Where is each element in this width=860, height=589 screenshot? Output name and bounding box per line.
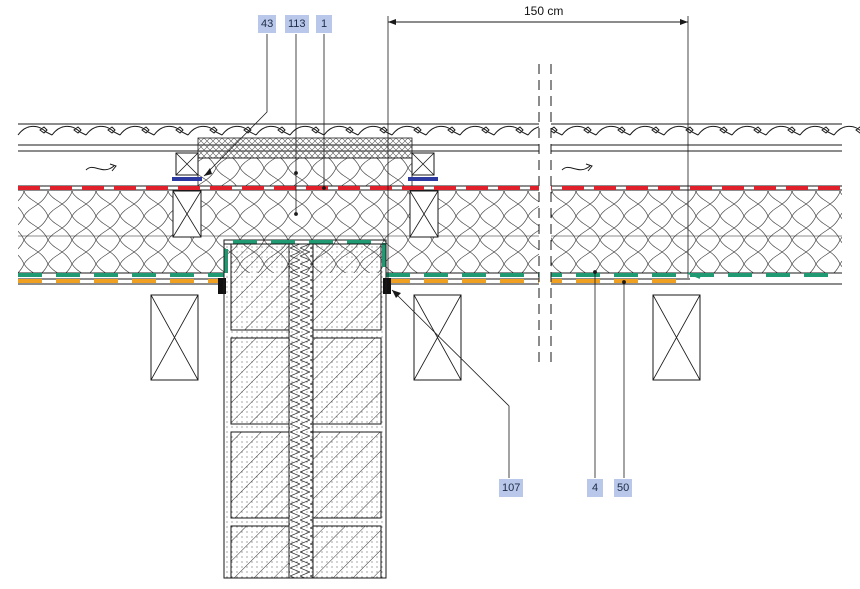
batten-right — [408, 152, 438, 181]
dimension-text: 150 cm — [524, 4, 564, 18]
dimension-line — [387, 16, 701, 279]
filler-insulation-lower — [197, 157, 413, 187]
leader-lines — [203, 34, 626, 478]
label-113: 113 — [285, 15, 309, 33]
beam-middle — [413, 294, 462, 381]
label-107: 107 — [499, 479, 524, 497]
roof-tiles — [17, 123, 860, 146]
masonry-wall — [223, 243, 387, 579]
orange-layer — [18, 278, 842, 285]
beam-left — [150, 294, 199, 381]
label-43: 43 — [258, 15, 277, 33]
batten-left — [172, 152, 202, 181]
airflow-arrow-right — [561, 163, 593, 172]
airflow-arrow-left — [85, 163, 117, 172]
red-membrane — [18, 185, 842, 191]
label-50: 50 — [614, 479, 633, 497]
seal-right — [383, 278, 391, 294]
label-4: 4 — [587, 479, 603, 497]
cut-gap — [539, 60, 551, 365]
filler-insulation — [197, 137, 413, 159]
label-1: 1 — [316, 15, 332, 33]
beam-right — [652, 294, 701, 381]
seal-left — [218, 278, 226, 294]
